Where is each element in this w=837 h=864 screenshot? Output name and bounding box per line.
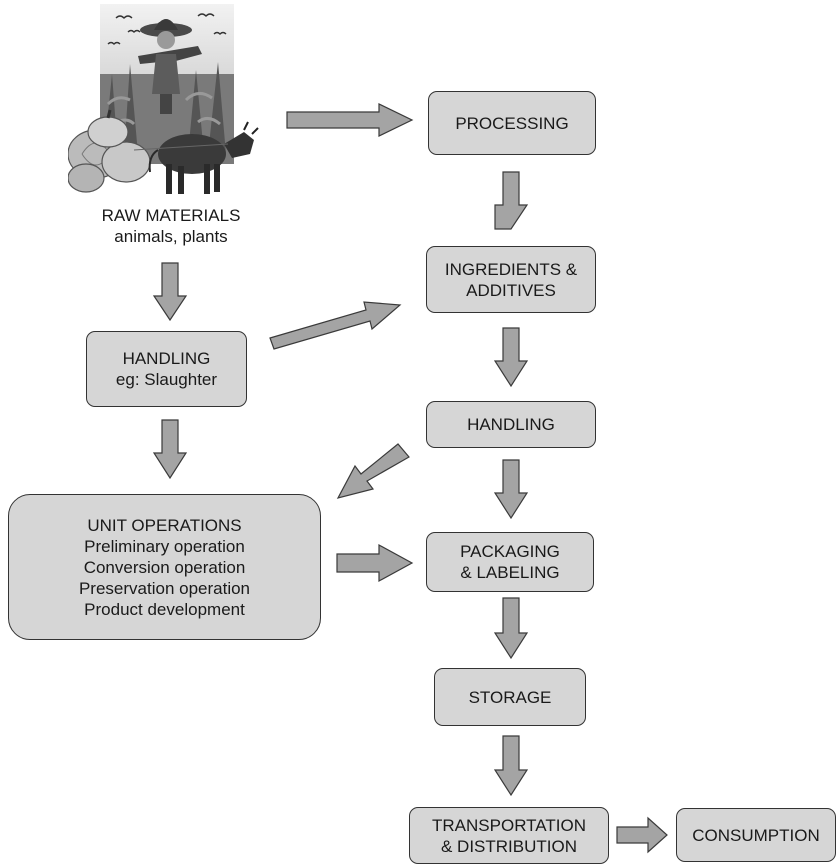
ingredients-line-2: ADDITIVES [466,280,556,300]
arrow-raw-to-processing [286,103,414,137]
ingredients-line-1: INGREDIENTS & [444,259,578,279]
packaging-labeling-box: PACKAGING & LABELING [426,532,594,592]
farm-illustration [68,4,259,194]
handling-slaughter-line-2: eg: Slaughter [115,370,218,389]
consumption-label: CONSUMPTION [692,825,820,845]
handling-box: HANDLING [426,401,596,448]
arrow-transportation-to-consumption [616,816,668,854]
storage-box: STORAGE [434,668,586,726]
ingredients-additives-box: INGREDIENTS & ADDITIVES [426,246,596,313]
transportation-line-2: & DISTRIBUTION [440,836,577,856]
arrow-unit-ops-to-packaging [336,543,414,583]
scarecrow [138,19,202,114]
arrow-raw-to-handling-slaughter [152,262,188,322]
arrow-processing-to-ingredients [494,171,529,230]
unit-operation-item: Conversion operation [83,557,246,577]
arrow-packaging-to-storage [493,597,529,660]
transportation-distribution-box: TRANSPORTATION & DISTRIBUTION [409,807,609,864]
handling-label: HANDLING [467,415,555,434]
packaging-line-1: PACKAGING [460,542,560,561]
unit-operation-item: Preliminary operation [84,536,245,556]
unit-operations-title: UNIT OPERATIONS [87,515,242,535]
birds-icon [107,13,227,45]
arrow-handling-slaughter-to-unit-ops [152,419,188,480]
unit-operation-item: Preservation operation [78,578,251,598]
raw-materials-title: RAW MATERIALS [101,206,241,225]
unit-operations-box: UNIT OPERATIONS Preliminary operation Co… [8,494,321,640]
unit-operation-item: Product development [84,599,245,619]
packaging-line-2: & LABELING [460,563,560,582]
arrow-handling-to-unit-ops [336,443,410,499]
consumption-box: CONSUMPTION [676,808,836,862]
cow-icon [133,121,259,194]
processing-box: PROCESSING [428,91,596,155]
pumpkins [68,109,151,193]
handling-slaughter-line-1: HANDLING [122,349,211,368]
arrow-handling-slaughter-to-ingredients [269,301,402,350]
raw-materials-label: RAW MATERIALS animals, plants [56,205,286,247]
raw-materials-subtitle: animals, plants [114,227,228,246]
transportation-line-1: TRANSPORTATION [432,815,586,835]
arrow-ingredients-to-handling [493,327,529,388]
processing-label: PROCESSING [455,113,569,133]
handling-slaughter-box: HANDLING eg: Slaughter [86,331,247,407]
arrow-storage-to-transportation [493,735,529,797]
storage-label: STORAGE [468,687,552,707]
arrow-handling-to-packaging [493,459,529,520]
